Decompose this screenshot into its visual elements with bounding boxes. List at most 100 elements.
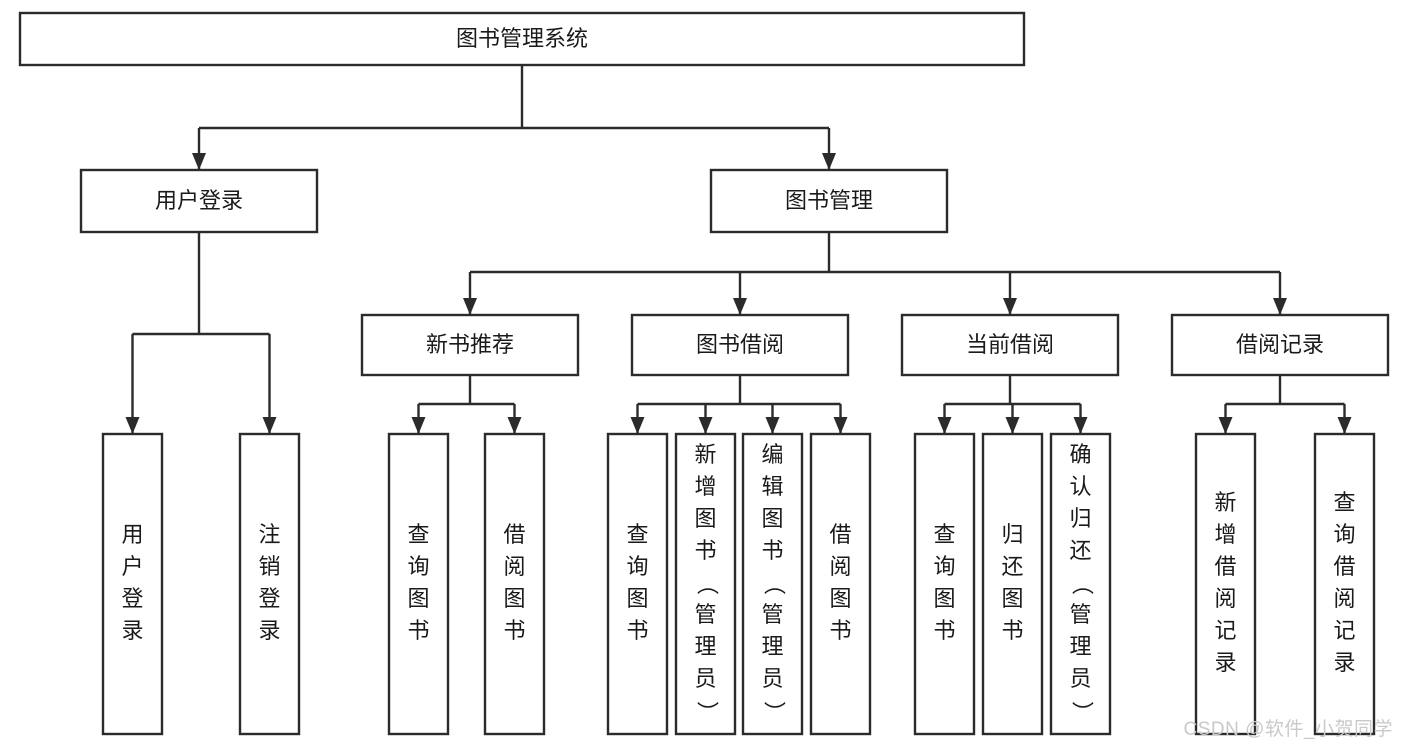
node-label-char: 销 bbox=[258, 554, 280, 579]
node-box-leaf-borrow-book-2 bbox=[809, 432, 872, 736]
arrow-head-icon bbox=[1073, 417, 1088, 434]
node-label-char: 查 bbox=[933, 522, 955, 547]
node-box-current-borrow bbox=[900, 313, 1120, 377]
node-box-leaf-return-book bbox=[981, 432, 1044, 736]
node-label-char: 管 bbox=[694, 602, 716, 627]
node-label-char: 确 bbox=[1069, 442, 1091, 467]
node-label-char: 图 bbox=[761, 506, 783, 531]
node-label-char: 录 bbox=[1333, 650, 1355, 675]
node-label-char: 登 bbox=[258, 586, 280, 611]
node-label-char: 录 bbox=[121, 618, 143, 643]
node-label-char: 图 bbox=[933, 586, 955, 611]
node-label-char: 阅 bbox=[829, 554, 851, 579]
node-label-char: 查 bbox=[407, 522, 429, 547]
node-label-char: （ bbox=[695, 573, 720, 595]
arrow-head-icon bbox=[1337, 417, 1352, 434]
node-label-char: 图 bbox=[1001, 586, 1023, 611]
arrow-head-icon bbox=[733, 298, 747, 315]
arrow-head-icon bbox=[262, 417, 277, 434]
node-label-char: 员 bbox=[1069, 666, 1091, 691]
node-label-char: 阅 bbox=[1214, 586, 1236, 611]
node-label-char: 用 bbox=[121, 522, 143, 547]
node-label-char: 新 bbox=[1214, 490, 1236, 515]
node-label-char: 书 bbox=[761, 538, 783, 563]
node-label-char: 还 bbox=[1001, 554, 1023, 579]
node-label-char: ） bbox=[695, 701, 720, 723]
node-label-char: 图 bbox=[829, 586, 851, 611]
node-label-char: 归 bbox=[1001, 522, 1023, 547]
node-box-leaf-confirm-return bbox=[1049, 432, 1112, 736]
node-label-char: 询 bbox=[626, 554, 648, 579]
node-label-char: 书 bbox=[1001, 618, 1023, 643]
node-root[interactable]: 图书管理系统 bbox=[18, 11, 1026, 67]
arrow-head-icon bbox=[411, 417, 426, 434]
node-box-book-borrow bbox=[630, 313, 850, 377]
node-book-borrow[interactable]: 图书借阅 bbox=[630, 313, 850, 377]
node-label-char: 理 bbox=[1069, 634, 1091, 659]
node-label-char: 询 bbox=[1333, 522, 1355, 547]
node-box-leaf-query-book-2 bbox=[606, 432, 669, 736]
node-label-char: 还 bbox=[1069, 538, 1091, 563]
node-label-char: ） bbox=[762, 701, 787, 723]
node-label-char: 记 bbox=[1214, 618, 1236, 643]
node-book-manage[interactable]: 图书管理 bbox=[709, 168, 949, 234]
node-box-leaf-user-login bbox=[101, 432, 164, 736]
node-label-char: （ bbox=[762, 573, 787, 595]
node-label-char: 户 bbox=[121, 554, 143, 579]
node-label-char: 登 bbox=[121, 586, 143, 611]
node-leaf-user-login[interactable]: 用户登录 bbox=[101, 432, 164, 736]
node-label-char: 新 bbox=[694, 442, 716, 467]
node-label-char: 图 bbox=[503, 586, 525, 611]
node-label-char: 书 bbox=[407, 618, 429, 643]
node-label-new-book-recommend: 新书推荐 bbox=[426, 332, 514, 357]
node-label-char: 增 bbox=[694, 474, 716, 499]
arrow-head-icon bbox=[937, 417, 952, 434]
node-new-book-recommend[interactable]: 新书推荐 bbox=[360, 313, 580, 377]
node-borrow-record[interactable]: 借阅记录 bbox=[1170, 313, 1390, 377]
edges-layer bbox=[125, 65, 1352, 434]
arrow-head-icon bbox=[630, 417, 645, 434]
node-label-char: 借 bbox=[1333, 554, 1355, 579]
node-label-char: （ bbox=[1070, 573, 1095, 595]
node-label-char: 员 bbox=[694, 666, 716, 691]
arrow-head-icon bbox=[192, 153, 206, 170]
node-label-char: 图 bbox=[694, 506, 716, 531]
node-label-char: 询 bbox=[933, 554, 955, 579]
node-label-char: 归 bbox=[1069, 506, 1091, 531]
node-label-char: 录 bbox=[1214, 650, 1236, 675]
node-label-char: 理 bbox=[761, 634, 783, 659]
node-label-char: 阅 bbox=[503, 554, 525, 579]
node-label-char: 书 bbox=[626, 618, 648, 643]
node-box-leaf-edit-book bbox=[741, 432, 804, 736]
node-label-current-borrow: 当前借阅 bbox=[966, 332, 1054, 357]
node-label-char: 书 bbox=[933, 618, 955, 643]
node-label-book-manage: 图书管理 bbox=[785, 188, 873, 213]
arrow-head-icon bbox=[833, 417, 848, 434]
node-label-char: 录 bbox=[258, 618, 280, 643]
node-box-leaf-query-borrow-record bbox=[1313, 432, 1376, 736]
node-user-login[interactable]: 用户登录 bbox=[79, 168, 319, 234]
arrow-head-icon bbox=[1218, 417, 1233, 434]
node-label-char: 图 bbox=[626, 586, 648, 611]
arrow-head-icon bbox=[698, 417, 713, 434]
node-current-borrow[interactable]: 当前借阅 bbox=[900, 313, 1120, 377]
node-label-borrow-record: 借阅记录 bbox=[1236, 332, 1324, 357]
node-box-leaf-borrow-book-1 bbox=[483, 432, 546, 736]
node-label-char: 借 bbox=[829, 522, 851, 547]
node-label-char: 书 bbox=[829, 618, 851, 643]
node-box-root bbox=[18, 11, 1026, 67]
node-label-char: 注 bbox=[258, 522, 280, 547]
arrow-head-icon bbox=[1003, 298, 1017, 315]
